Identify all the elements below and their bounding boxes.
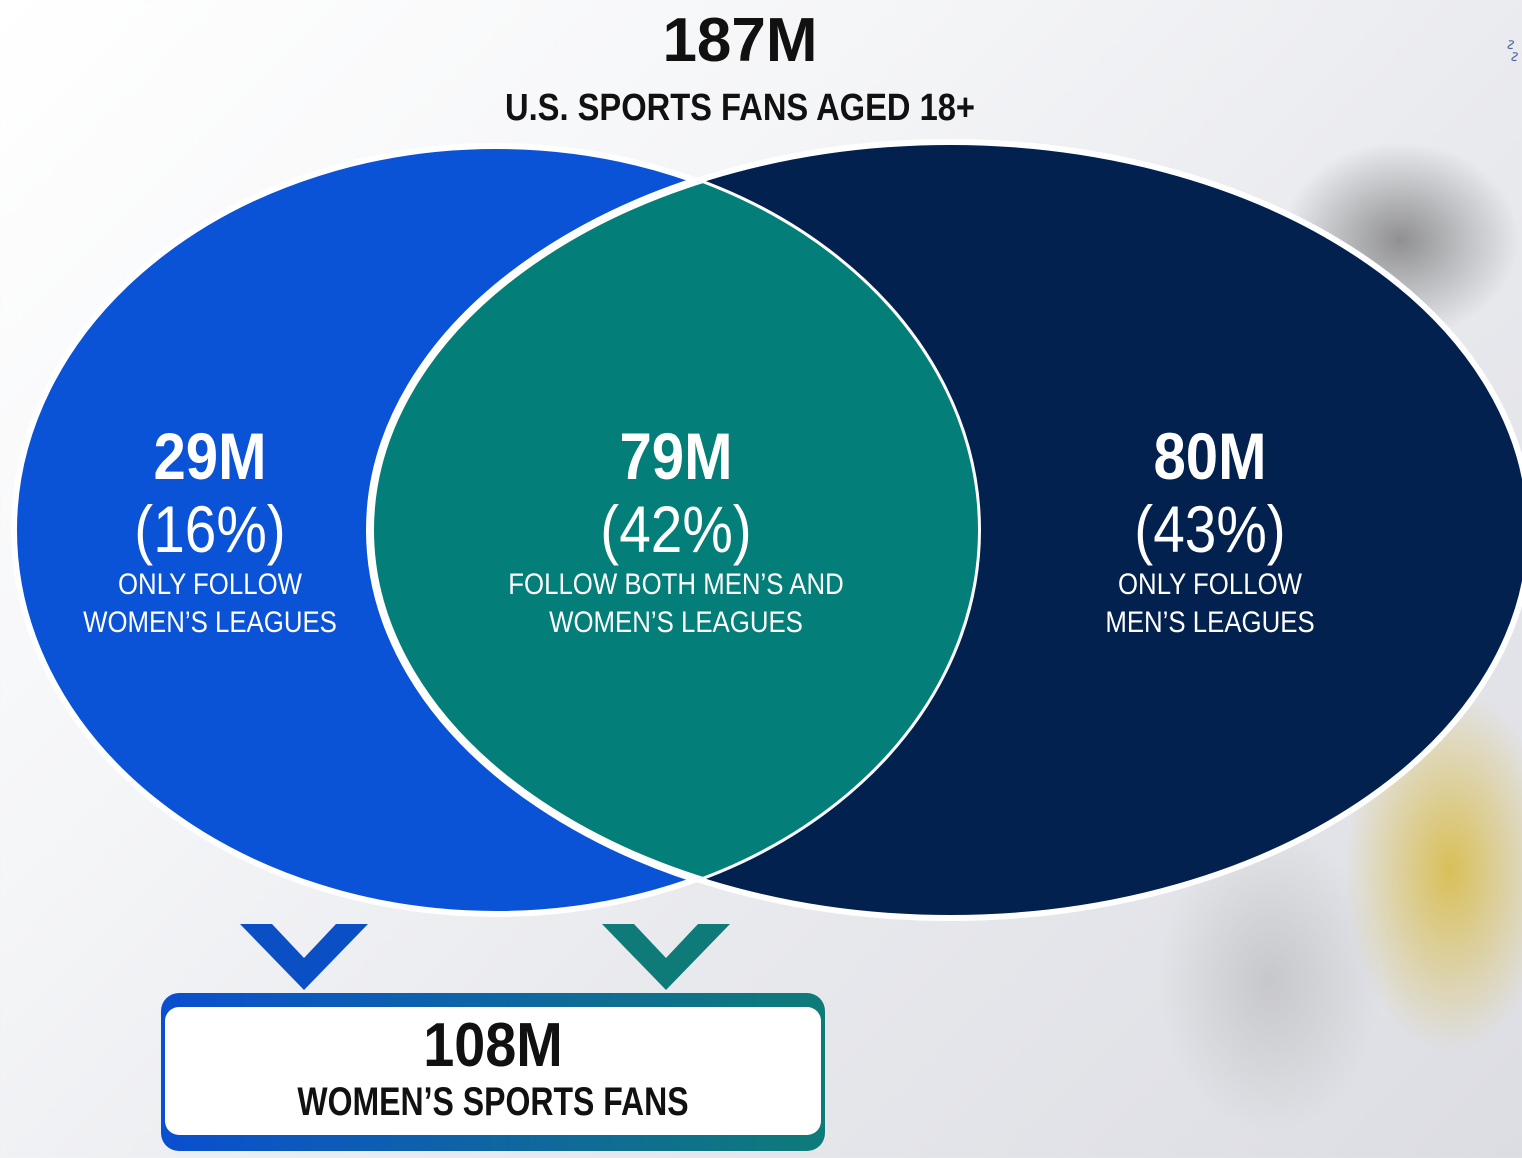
- women-only-label: 29M (16%) ONLY FOLLOW WOMEN’S LEAGUES: [40, 420, 380, 642]
- men-only-description: ONLY FOLLOW MEN’S LEAGUES: [1105, 568, 1315, 639]
- women-sports-fans-box: 108M WOMEN’S SPORTS FANS: [161, 993, 825, 1151]
- men-only-value: 80M: [1153, 419, 1267, 493]
- chevron-down-icon: [602, 924, 730, 990]
- women-only-description: ONLY FOLLOW WOMEN’S LEAGUES: [83, 568, 337, 639]
- women-sports-fans-label: WOMEN’S SPORTS FANS: [297, 1080, 689, 1124]
- both-value: 79M: [619, 419, 733, 493]
- both-percent: (42%): [600, 492, 752, 566]
- women-only-percent: (16%): [134, 492, 286, 566]
- overlap-region: [366, 146, 978, 914]
- women-sports-fans-value: 108M: [423, 1011, 563, 1080]
- both-description: FOLLOW BOTH MEN’S AND WOMEN’S LEAGUES: [508, 568, 844, 639]
- men-only-label: 80M (43%) ONLY FOLLOW MEN’S LEAGUES: [1040, 420, 1380, 642]
- women-sports-fans-card: 108M WOMEN’S SPORTS FANS: [165, 1007, 821, 1135]
- men-only-percent: (43%): [1134, 492, 1286, 566]
- total-fans-value: 187M: [662, 6, 818, 75]
- both-label: 79M (42%) FOLLOW BOTH MEN’S AND WOMEN’S …: [456, 420, 896, 642]
- chevron-down-icon: [240, 924, 368, 990]
- women-only-value: 29M: [153, 419, 267, 493]
- total-fans-label: U.S. SPORTS FANS AGED 18+: [504, 87, 976, 129]
